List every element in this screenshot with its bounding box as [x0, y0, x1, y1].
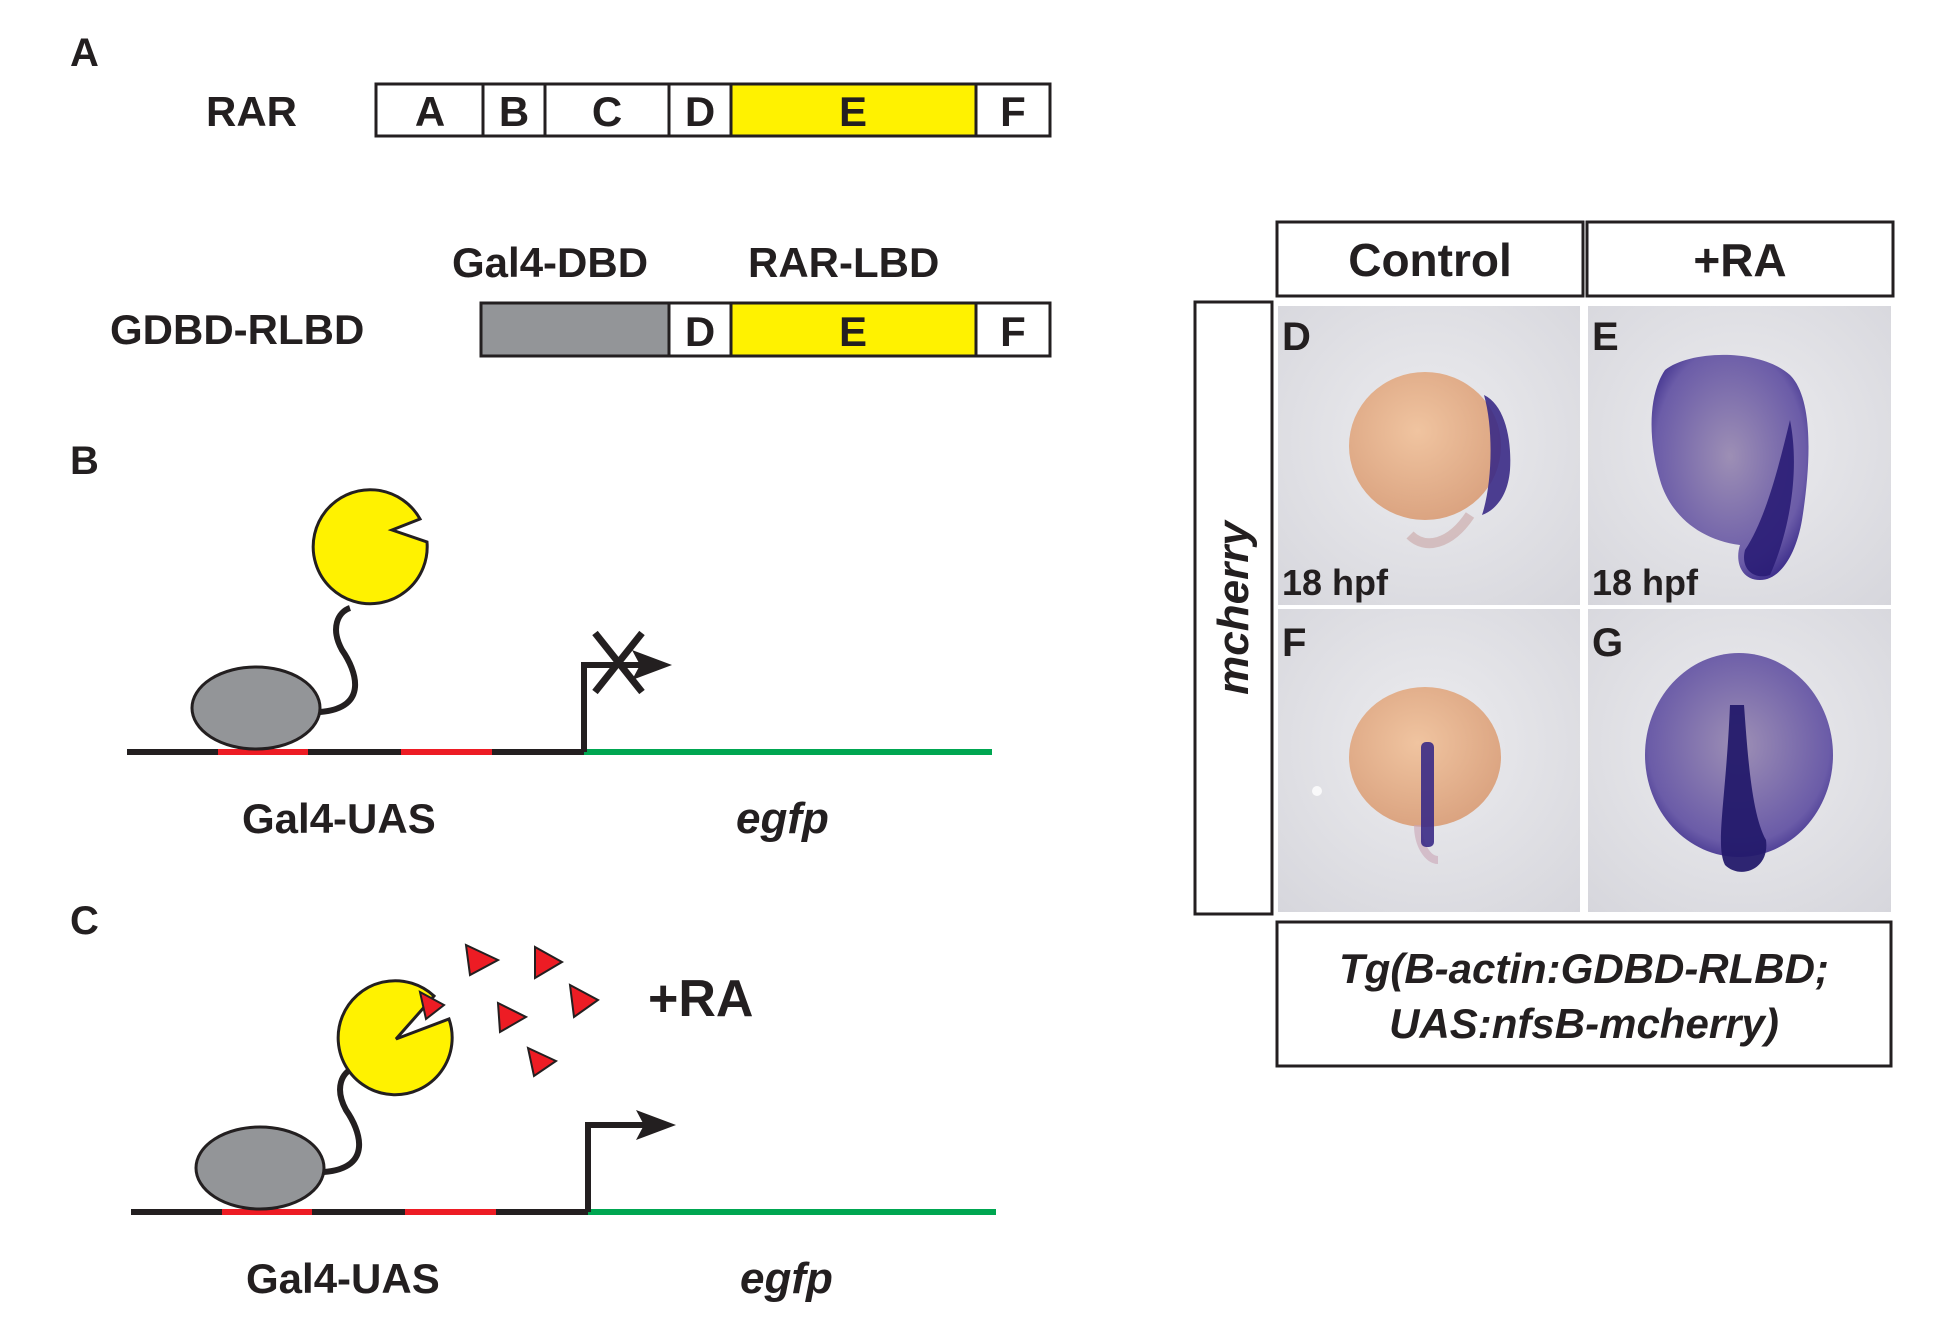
panel-d-stage: 18 hpf — [1282, 562, 1389, 603]
block-x-2 — [592, 630, 645, 695]
ra-triangle-4 — [496, 1001, 529, 1034]
panel-b-gene-label: egfp — [736, 794, 829, 843]
tss-arrow-c — [585, 1122, 644, 1212]
genotype-box — [1275, 920, 1893, 1068]
ra-triangle-5 — [526, 1046, 559, 1078]
embryo-panel-d: D 18 hpf — [1278, 306, 1580, 605]
fusion-domain-bar — [479, 301, 1052, 358]
genotype-line-2: UAS:nfsB-mcherry) — [1389, 1000, 1779, 1047]
embryo-d-yolk — [1349, 372, 1501, 520]
panel-letter-d: D — [1282, 315, 1311, 359]
panel-b-uas-label: Gal4-UAS — [242, 795, 436, 842]
embryo-d-stain — [1482, 395, 1511, 515]
linker — [319, 605, 359, 715]
ra-triangle-2 — [534, 945, 565, 980]
panel-letter-g: G — [1592, 621, 1623, 665]
panel-letter-a: A — [70, 31, 99, 75]
embryo-panel-e: E 18 hpf — [1588, 306, 1891, 605]
tss-arrowhead-c — [636, 1110, 676, 1140]
embryo-panel-f: F — [1278, 609, 1580, 912]
embryo-f-debris — [1312, 786, 1322, 796]
panel-letter-f: F — [1282, 621, 1306, 665]
ra-triangle-3 — [568, 983, 600, 1019]
rar-domain-f-box — [974, 82, 1052, 138]
rar-label: RAR — [206, 88, 297, 135]
fusion-domain-f: F — [1000, 308, 1026, 355]
rar-lbd-label: RAR-LBD — [748, 239, 939, 286]
fusion-domain-e-box — [729, 301, 978, 358]
ra-triangle-1 — [464, 943, 501, 977]
panel-c-treatment-label: +RA — [648, 970, 753, 1028]
ra-triangle-bound — [418, 990, 446, 1021]
col-header-control-box — [1275, 220, 1585, 298]
rar-domain-bar — [374, 82, 1052, 138]
panel-c-diagram — [131, 943, 996, 1215]
rar-domain-d: D — [685, 88, 715, 135]
col-header-ra: +RA — [1693, 234, 1786, 286]
panel-b-diagram — [127, 488, 992, 755]
embryo-d-tail — [1406, 512, 1475, 549]
panel-c-gene-label: egfp — [740, 1254, 833, 1303]
rar-domain-b: B — [499, 88, 529, 135]
rar-domain-f: F — [1000, 88, 1026, 135]
rar-domain-a: A — [415, 88, 445, 135]
embryo-f-stain — [1421, 742, 1434, 847]
embryo-g-axis-stain — [1720, 705, 1767, 872]
lbd-pacman-c — [336, 979, 454, 1097]
col-header-control: Control — [1348, 234, 1512, 286]
lbd-pacman — [311, 488, 429, 606]
tss-arrowhead — [632, 650, 672, 680]
rar-domain-e-box — [729, 82, 978, 138]
panel-letter-e: E — [1592, 315, 1619, 359]
fusion-domain-f-box — [974, 301, 1052, 358]
embryo-e-tail-stain — [1744, 420, 1794, 577]
rar-domain-e: E — [839, 88, 867, 135]
rar-domain-b-box — [481, 82, 547, 138]
row-label-box — [1193, 300, 1274, 916]
gdbd-rlbd-label: GDBD-RLBD — [110, 306, 364, 353]
rar-domain-a-box — [374, 82, 485, 138]
row-label-mcherry: mcherry — [1209, 519, 1258, 695]
gal4-dbd-oval-c — [194, 1125, 326, 1211]
linker-c — [323, 1065, 363, 1175]
genotype-line-1: Tg(B-actin:GDBD-RLBD; — [1339, 945, 1829, 992]
gal4-dbd-oval — [190, 665, 322, 751]
embryo-f-tail — [1414, 824, 1439, 864]
panel-e-stage: 18 hpf — [1592, 562, 1699, 603]
rar-domain-c-box — [543, 82, 671, 138]
fusion-domain-d-box — [667, 301, 733, 358]
gal4-dbd-label: Gal4-DBD — [452, 239, 648, 286]
fusion-domain-e: E — [839, 308, 867, 355]
embryo-panel-g: G — [1588, 609, 1891, 912]
col-header-ra-box — [1585, 220, 1895, 298]
panel-letter-b: B — [70, 439, 99, 483]
gal4-dbd-box — [479, 301, 671, 358]
rar-domain-c: C — [592, 88, 622, 135]
fusion-domain-d: D — [685, 308, 715, 355]
panel-c-uas-label: Gal4-UAS — [246, 1255, 440, 1302]
panel-letter-c: C — [70, 899, 99, 943]
ra-molecules — [418, 943, 600, 1078]
